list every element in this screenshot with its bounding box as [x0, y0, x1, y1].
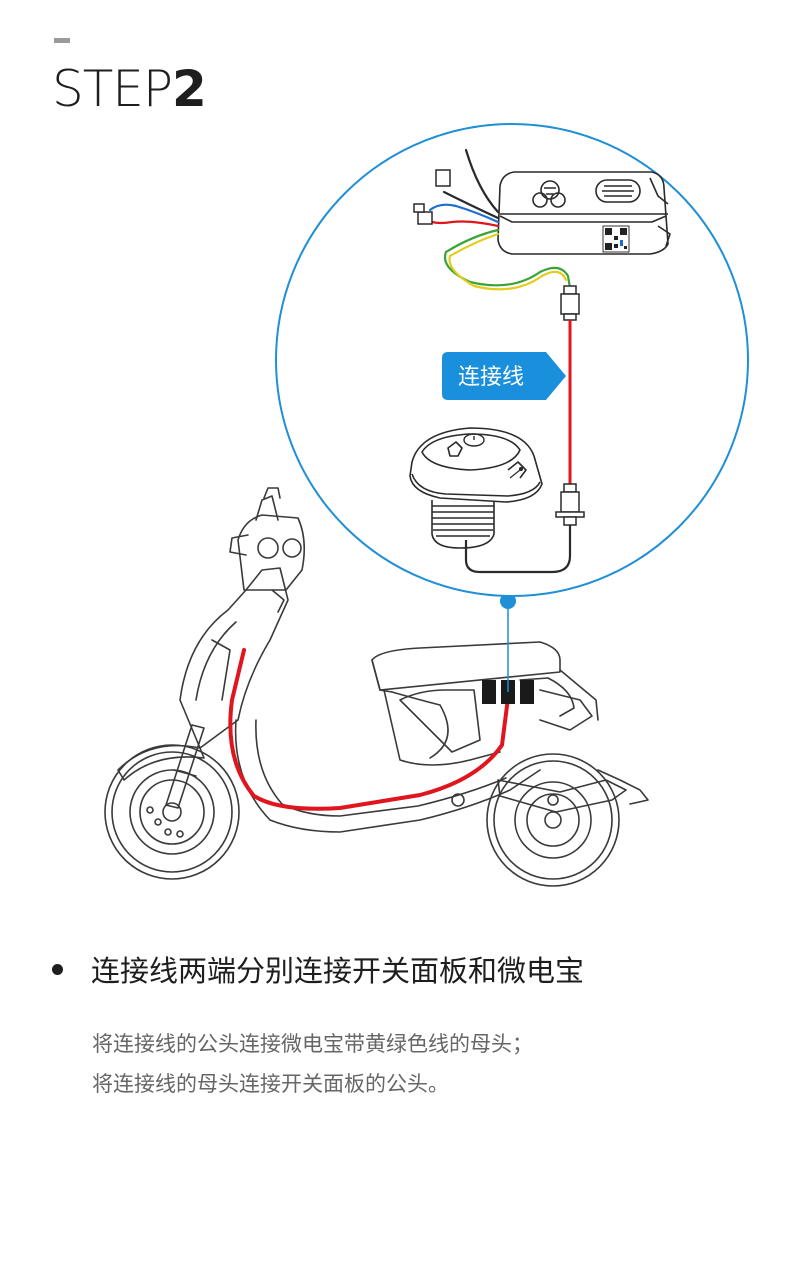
wiring-diagram: 连接线 — [104, 123, 749, 887]
female-connector — [555, 483, 585, 526]
scooter-cable — [228, 648, 510, 811]
qr-code-icon — [602, 225, 630, 253]
step-title: STEP2 — [52, 58, 207, 120]
device-wires — [413, 148, 572, 291]
switch-cable — [464, 525, 572, 574]
switch-panel-icon — [409, 427, 543, 549]
device-box-icon — [497, 171, 671, 255]
usb-icon — [509, 466, 524, 479]
bullet-dot-icon — [52, 963, 63, 975]
description-line-1: 将连接线的公头连接微电宝带黄绿色线的母头； — [92, 1032, 533, 1056]
description: 将连接线的公头连接微电宝带黄绿色线的母头； 将连接线的母头连接开关面板的公头。 — [92, 1024, 533, 1104]
description-line-2: 将连接线的母头连接开关面板的公头。 — [92, 1072, 449, 1096]
callout-label: 连接线 — [458, 365, 524, 390]
power-icon — [463, 433, 485, 447]
top-accent-bar — [54, 38, 70, 43]
bullet-row: 连接线两端分别连接开关面板和微电宝 — [52, 946, 584, 992]
male-connector — [560, 285, 580, 321]
step-word: STEP — [52, 60, 173, 118]
callout-tag: 连接线 — [442, 352, 566, 400]
connector-blocks — [482, 680, 534, 704]
bullet-title: 连接线两端分别连接开关面板和微电宝 — [91, 954, 585, 988]
scooter-icon — [104, 487, 649, 887]
step-number: 2 — [172, 60, 207, 118]
